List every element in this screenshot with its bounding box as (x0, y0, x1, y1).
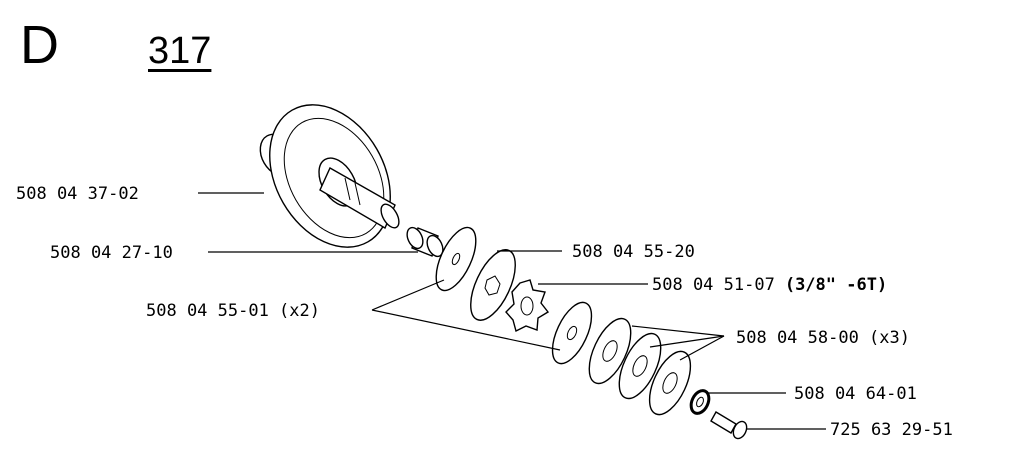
part-label-hex-washer: 508 04 55-20 (572, 242, 695, 262)
section-letter: D (20, 15, 59, 75)
bushing-part (406, 226, 444, 258)
leader-lines (198, 192, 826, 430)
washer-part (648, 350, 692, 416)
part-label-hub: 508 04 37-02 (16, 184, 139, 204)
washer-part (435, 226, 477, 292)
page-number: 317 (148, 30, 212, 72)
nut-part (689, 389, 711, 415)
screw-part (710, 411, 748, 440)
washer-part (588, 317, 632, 385)
sprocket-part (505, 279, 550, 333)
part-label-nut: 508 04 64-01 (794, 384, 917, 404)
clutch-drum-part (259, 104, 400, 248)
part-label-sprocket: 508 04 51-07(3/8" -6T) (652, 275, 887, 295)
washer-part (551, 301, 593, 365)
washer-part (618, 332, 662, 400)
part-label-washer-x2: 508 04 55-01 (x2) (146, 301, 320, 321)
part-label-screw: 725 63 29-51 (830, 420, 953, 440)
part-label-washer-x3: 508 04 58-00 (x3) (736, 328, 910, 348)
part-label-bushing: 508 04 27-10 (50, 243, 173, 263)
